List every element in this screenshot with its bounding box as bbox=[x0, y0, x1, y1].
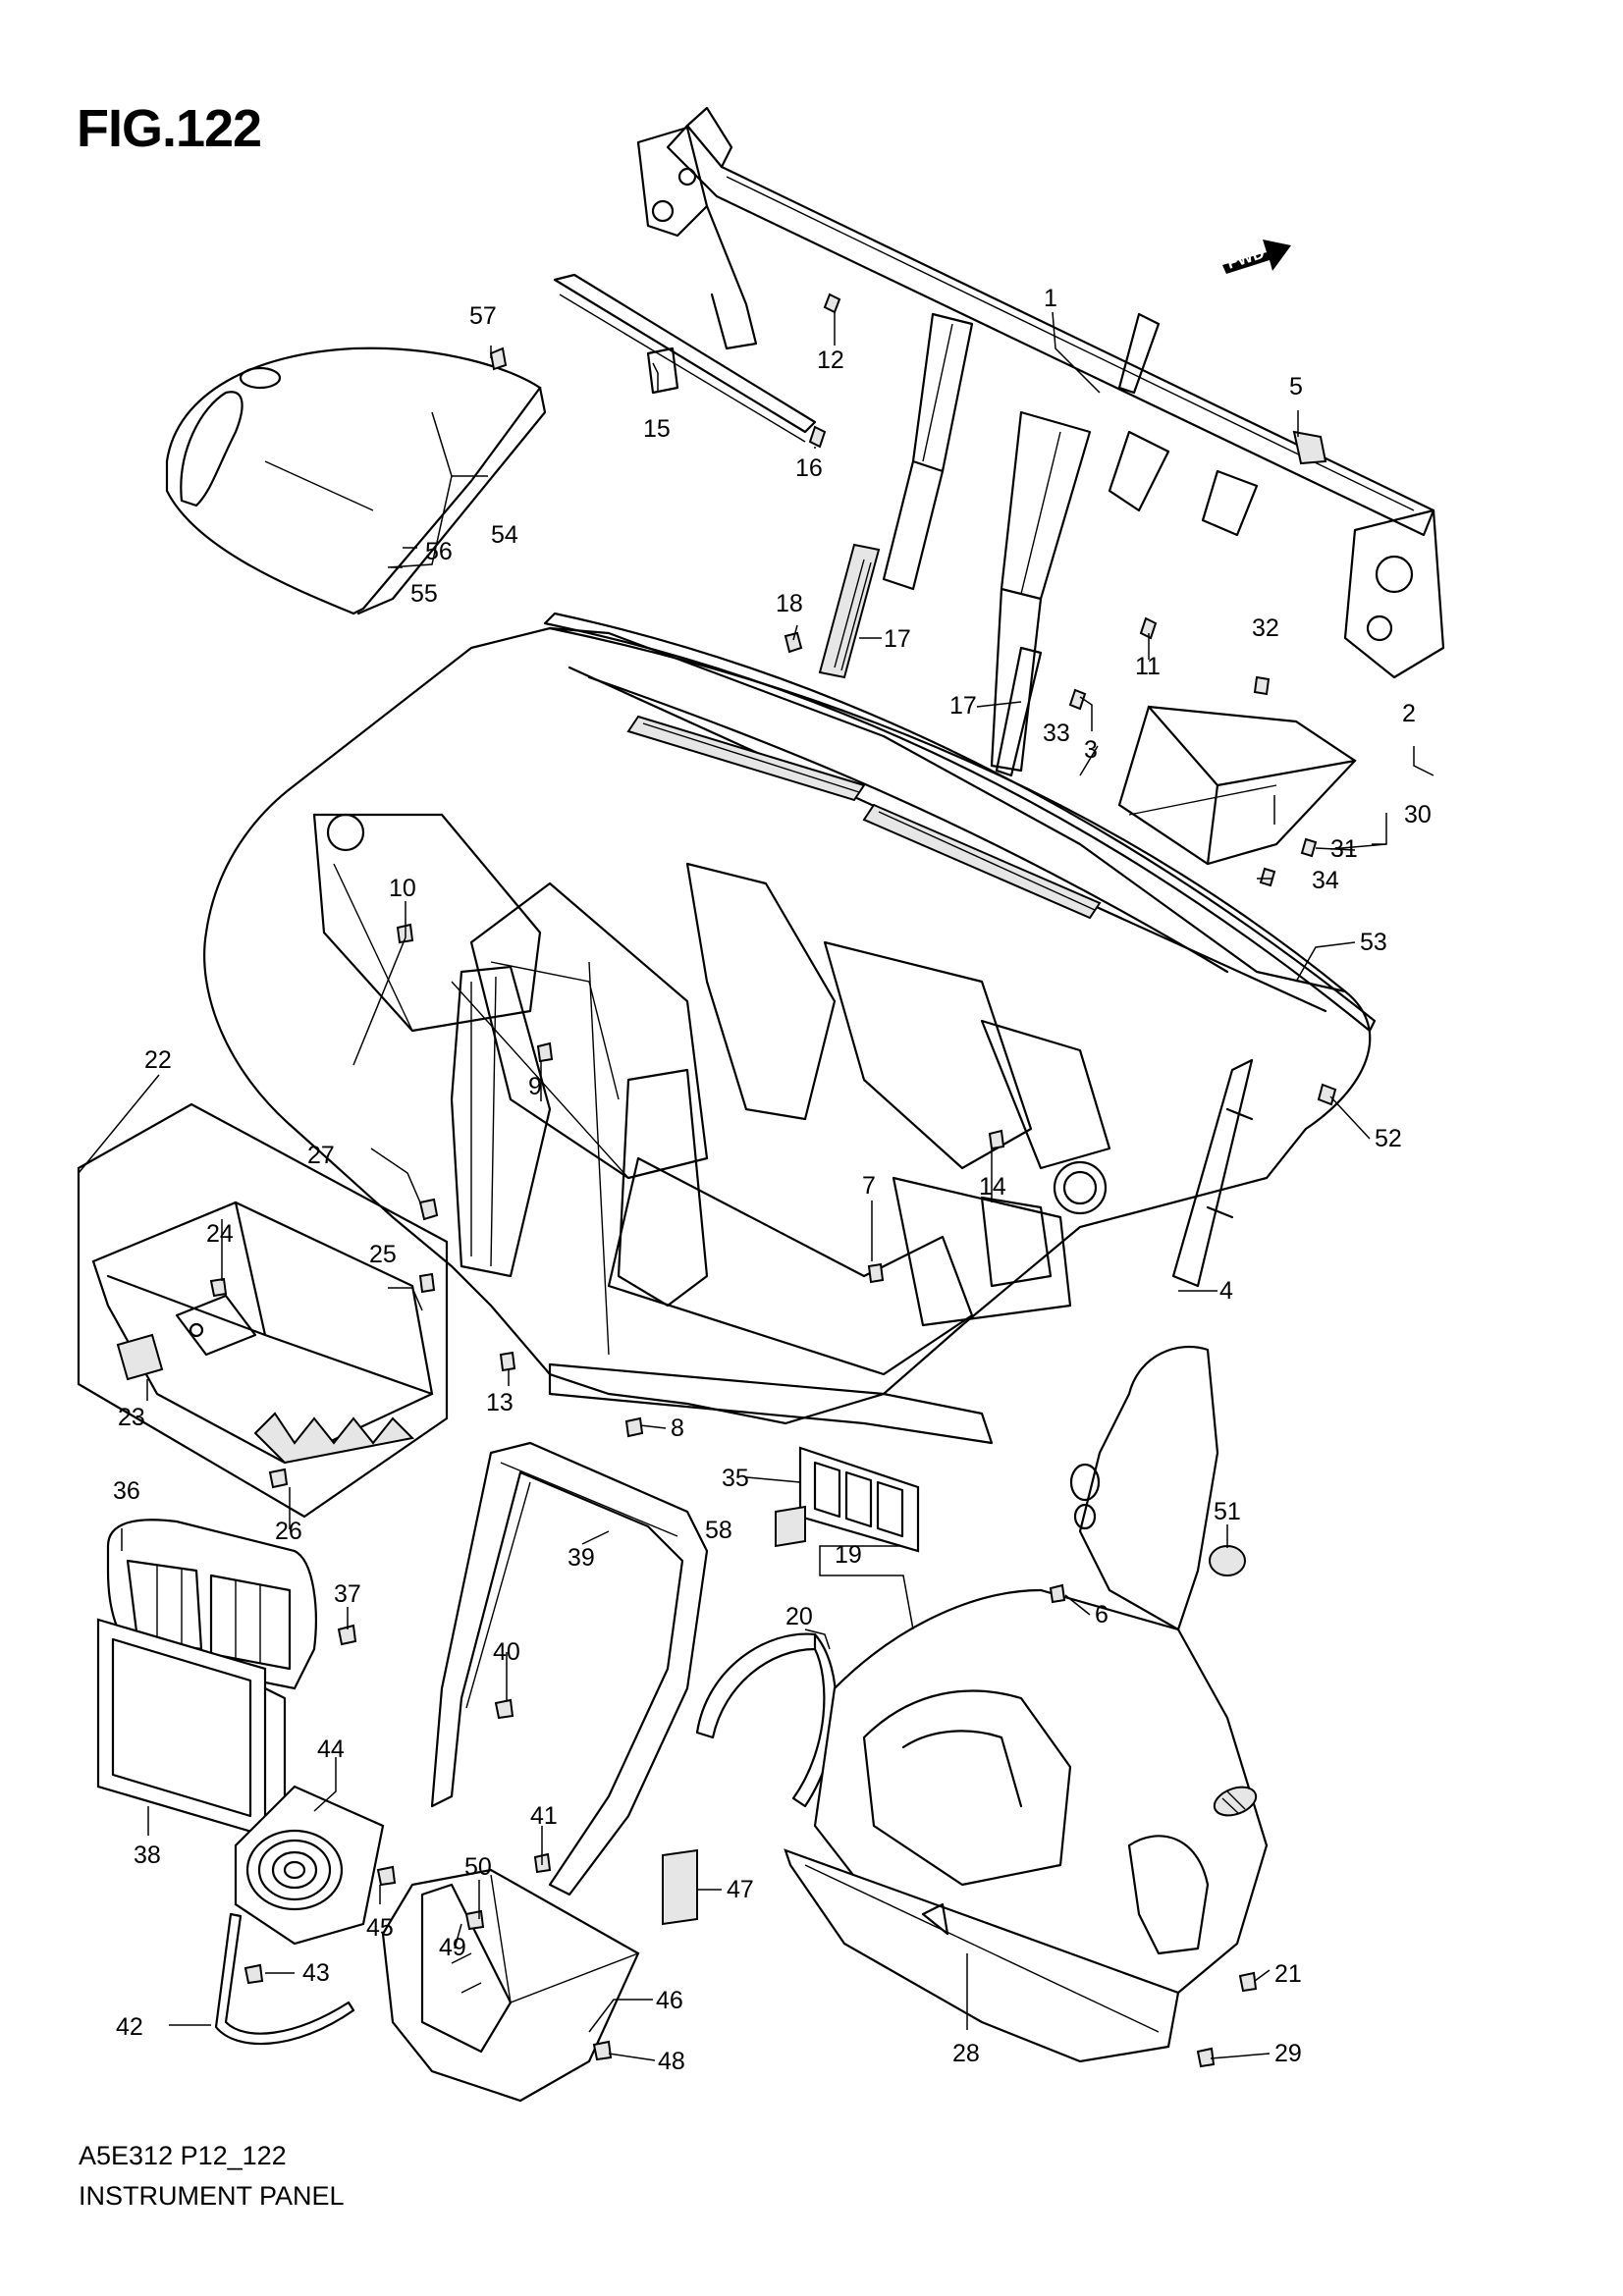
callout-labels: 1 2 3 4 5 6 7 8 9 10 11 12 13 14 15 16 1… bbox=[113, 285, 1432, 2075]
callout-44: 44 bbox=[317, 1735, 345, 1763]
card-47 bbox=[662, 1848, 698, 1926]
callout-29: 29 bbox=[1274, 2040, 1302, 2067]
callout-17a: 17 bbox=[884, 625, 911, 653]
trim-strip-42 bbox=[214, 1912, 355, 2046]
steering-support-member bbox=[636, 106, 1445, 773]
callout-25: 25 bbox=[369, 1241, 397, 1268]
cap-51 bbox=[1209, 1545, 1246, 1576]
callout-17b: 17 bbox=[949, 692, 977, 720]
callout-40: 40 bbox=[493, 1638, 520, 1666]
fwd-direction-arrow-icon: FWD bbox=[1222, 240, 1291, 274]
glove-box-assembly-22 bbox=[77, 1102, 449, 1519]
callout-46: 46 bbox=[656, 1987, 683, 2014]
callout-9: 9 bbox=[528, 1073, 542, 1100]
callout-24: 24 bbox=[206, 1220, 234, 1248]
callout-37: 37 bbox=[334, 1580, 361, 1608]
instrument-panel-body bbox=[203, 626, 1372, 1445]
callout-19: 19 bbox=[835, 1541, 862, 1569]
lower-panel-28 bbox=[784, 1848, 1180, 2063]
callout-51: 51 bbox=[1214, 1498, 1241, 1525]
console-46 bbox=[381, 1868, 640, 2103]
figure-title: FIG.122 bbox=[77, 99, 262, 158]
leader-lines bbox=[78, 311, 1434, 2061]
callout-13: 13 bbox=[486, 1389, 514, 1416]
speaker-44 bbox=[234, 1785, 385, 1946]
fwd-label: FWD bbox=[1224, 243, 1267, 273]
callout-39: 39 bbox=[568, 1544, 595, 1572]
callout-48: 48 bbox=[658, 2048, 685, 2075]
callout-3: 3 bbox=[1084, 736, 1098, 764]
callout-11: 11 bbox=[1135, 653, 1161, 680]
callout-56: 56 bbox=[425, 538, 453, 565]
callout-12: 12 bbox=[817, 347, 844, 374]
callout-30: 30 bbox=[1404, 801, 1432, 828]
callout-16: 16 bbox=[795, 454, 823, 482]
callout-58: 58 bbox=[705, 1517, 732, 1544]
fastener-set bbox=[209, 293, 1337, 2068]
callout-53: 53 bbox=[1360, 929, 1387, 956]
callout-20: 20 bbox=[785, 1603, 813, 1630]
side-brace-17-right bbox=[995, 646, 1043, 777]
callout-15: 15 bbox=[643, 415, 671, 443]
callout-57: 57 bbox=[469, 302, 497, 330]
callout-32: 32 bbox=[1252, 614, 1279, 642]
callout-22: 22 bbox=[144, 1046, 172, 1074]
side-cover-4 bbox=[1171, 1058, 1254, 1288]
callout-18: 18 bbox=[776, 590, 803, 617]
garnish-39 bbox=[430, 1441, 709, 1896]
figure-name: INSTRUMENT PANEL bbox=[79, 2181, 345, 2211]
bracket-15 bbox=[553, 273, 817, 443]
glove-box-hinge-23 bbox=[116, 1333, 164, 1381]
callout-26: 26 bbox=[275, 1518, 302, 1545]
callout-21: 21 bbox=[1274, 1960, 1302, 1988]
callout-33: 33 bbox=[1043, 720, 1070, 747]
bracket-5 bbox=[1292, 430, 1327, 465]
callout-35: 35 bbox=[722, 1465, 749, 1492]
callout-23: 23 bbox=[118, 1404, 145, 1431]
callout-42: 42 bbox=[116, 2013, 143, 2041]
callout-38: 38 bbox=[134, 1842, 161, 1869]
callout-49: 49 bbox=[439, 1934, 466, 1961]
callout-7: 7 bbox=[862, 1172, 876, 1200]
callout-45: 45 bbox=[366, 1914, 394, 1942]
figure-code: A5E312 P12_122 bbox=[79, 2141, 287, 2170]
meter-hood-19 bbox=[813, 1588, 1269, 1995]
callout-31: 31 bbox=[1330, 835, 1358, 863]
garnish-53 bbox=[543, 612, 1377, 1033]
callout-5: 5 bbox=[1289, 373, 1303, 400]
side-panel-right bbox=[1069, 1345, 1219, 1631]
compartment-30 bbox=[1117, 705, 1357, 866]
callout-6: 6 bbox=[1095, 1601, 1109, 1629]
callout-43: 43 bbox=[302, 1959, 330, 1987]
callout-27: 27 bbox=[307, 1142, 335, 1169]
callout-52: 52 bbox=[1375, 1125, 1402, 1152]
callout-55: 55 bbox=[410, 580, 438, 608]
callout-4: 4 bbox=[1219, 1277, 1233, 1305]
callout-28: 28 bbox=[952, 2040, 980, 2067]
callout-2: 2 bbox=[1402, 700, 1416, 727]
ring-garnish-20 bbox=[695, 1632, 838, 1808]
callout-50: 50 bbox=[464, 1853, 492, 1881]
upper-box-54 bbox=[165, 347, 547, 615]
callout-8: 8 bbox=[671, 1415, 684, 1442]
callout-54: 54 bbox=[491, 521, 518, 549]
callout-10: 10 bbox=[389, 875, 416, 902]
switch-58 bbox=[775, 1505, 806, 1548]
callout-1: 1 bbox=[1044, 285, 1057, 312]
callout-47: 47 bbox=[727, 1876, 754, 1903]
callout-14: 14 bbox=[979, 1173, 1006, 1201]
callout-36: 36 bbox=[113, 1477, 140, 1505]
side-brace-17-left bbox=[818, 543, 881, 679]
switch-panel-35 bbox=[798, 1446, 920, 1553]
callout-34: 34 bbox=[1312, 867, 1339, 894]
callout-41: 41 bbox=[530, 1802, 558, 1830]
